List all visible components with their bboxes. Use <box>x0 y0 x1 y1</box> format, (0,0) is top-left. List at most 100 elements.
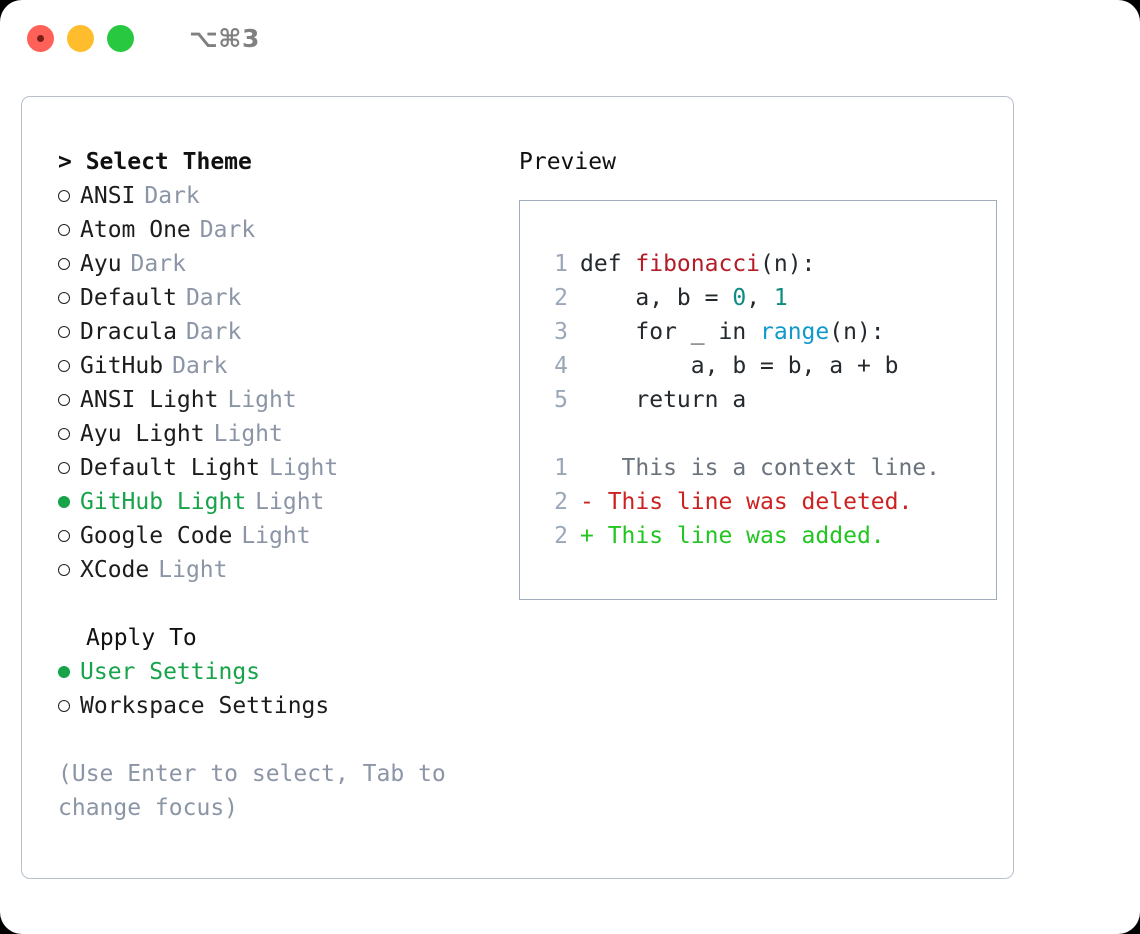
radio-unselected-icon <box>58 428 80 440</box>
apply-to-heading: Apply To <box>86 625 197 651</box>
theme-variant-badge: Dark <box>185 319 242 345</box>
close-button[interactable] <box>27 24 54 52</box>
code-blank-line <box>538 417 996 451</box>
line-number: 1 <box>554 251 568 277</box>
theme-variant-badge: Light <box>158 557 228 583</box>
code-line-text: return a <box>580 383 746 417</box>
theme-option-dracula[interactable]: Dracula Dark <box>58 315 500 349</box>
code-token: return a <box>580 387 747 413</box>
apply-option-user-settings[interactable]: User Settings <box>58 655 500 689</box>
diff-line-ctx: 1 This is a context line. <box>538 451 996 485</box>
code-token: a, b = <box>580 285 733 311</box>
theme-option-github-light[interactable]: GitHub Light Light <box>58 485 500 519</box>
theme-variant-badge: Dark <box>172 353 228 379</box>
code-line: 3 for _ in range(n): <box>538 315 996 349</box>
radio-selected-icon <box>58 666 80 678</box>
line-number: 5 <box>554 387 568 413</box>
radio-unselected-icon <box>58 700 80 712</box>
option-label: GitHub Light <box>80 489 247 515</box>
theme-option-ayu[interactable]: Ayu Dark <box>58 247 500 281</box>
radio-unselected-icon <box>58 292 80 304</box>
code-line: 2 a, b = 0, 1 <box>538 281 996 315</box>
code-token: , <box>746 285 774 311</box>
preview-heading: Preview <box>519 149 616 175</box>
radio-unselected-icon <box>58 564 80 576</box>
option-label: ANSI <box>80 183 136 209</box>
theme-option-atom-one[interactable]: Atom One Dark <box>58 213 500 247</box>
diff-line-text: - This line was deleted. <box>580 489 913 515</box>
maximize-button[interactable] <box>107 24 134 52</box>
line-number: 4 <box>554 353 568 379</box>
option-label: GitHub <box>80 353 164 379</box>
code-token: for _ in <box>580 319 761 345</box>
code-token: 1 <box>773 285 788 311</box>
radio-unselected-icon <box>58 462 80 474</box>
theme-variant-badge: Dark <box>130 251 186 277</box>
minimize-button[interactable] <box>67 24 94 52</box>
radio-unselected-icon <box>58 258 80 270</box>
list-spacer <box>58 587 500 621</box>
diff-sample: 1 This is a context line. 2 - This line wa… <box>538 451 996 553</box>
theme-option-google-code[interactable]: Google Code Light <box>58 519 500 553</box>
option-label: Workspace Settings <box>80 693 330 719</box>
theme-option-default[interactable]: Default Dark <box>58 281 500 315</box>
code-line-text: for _ in range(n): <box>580 315 885 349</box>
code-line: 1 def fibonacci(n): <box>538 247 996 281</box>
code-token: fibonacci <box>635 251 761 277</box>
code-line-text: a, b = 0, 1 <box>580 281 788 315</box>
line-number: 2 <box>554 489 568 515</box>
shortcut-label: ⌥⌘3 <box>189 23 260 53</box>
select-theme-heading: > Select Theme <box>58 149 252 175</box>
line-number: 3 <box>554 319 568 345</box>
theme-variant-badge: Light <box>241 523 311 549</box>
diff-line-del: 2 - This line was deleted. <box>538 485 996 519</box>
diff-line-text: + This line was added. <box>580 523 885 549</box>
radio-unselected-icon <box>58 224 80 236</box>
code-token: a, b = b, a + b <box>580 353 899 379</box>
theme-variant-badge: Light <box>269 455 339 481</box>
radio-unselected-icon <box>58 530 80 542</box>
code-token: (n): <box>829 319 885 345</box>
radio-unselected-icon <box>58 190 80 202</box>
code-token: (n): <box>760 251 816 277</box>
option-label: User Settings <box>80 659 261 685</box>
option-label: ANSI Light <box>80 387 219 413</box>
code-token: 0 <box>732 285 747 311</box>
option-label: Google Code <box>80 523 233 549</box>
code-token: range <box>760 319 830 345</box>
code-line: 5 return a <box>538 383 996 417</box>
theme-option-ansi[interactable]: ANSI Dark <box>58 179 500 213</box>
line-number: 2 <box>554 523 568 549</box>
theme-variant-badge: Light <box>255 489 325 515</box>
option-label: Default <box>80 285 177 311</box>
theme-option-github[interactable]: GitHub Dark <box>58 349 500 383</box>
code-token: def <box>580 251 636 277</box>
option-label: Atom One <box>80 217 191 243</box>
theme-variant-badge: Dark <box>144 183 200 209</box>
option-label: Ayu Light <box>80 421 205 447</box>
option-label: Dracula <box>80 319 177 345</box>
close-icon <box>37 34 44 42</box>
hint-spacer <box>58 723 500 757</box>
theme-variant-badge: Dark <box>199 217 256 243</box>
code-line-text: a, b = b, a + b <box>580 349 899 383</box>
option-label: Ayu <box>80 251 122 277</box>
keyboard-hint: (Use Enter to select, Tab to change focu… <box>58 761 446 821</box>
diff-line-add: 2 + This line was added. <box>538 519 996 553</box>
radio-unselected-icon <box>58 326 80 338</box>
apply-option-workspace-settings[interactable]: Workspace Settings <box>58 689 500 723</box>
theme-variant-badge: Dark <box>185 285 242 311</box>
code-line-text: def fibonacci(n): <box>580 247 815 281</box>
